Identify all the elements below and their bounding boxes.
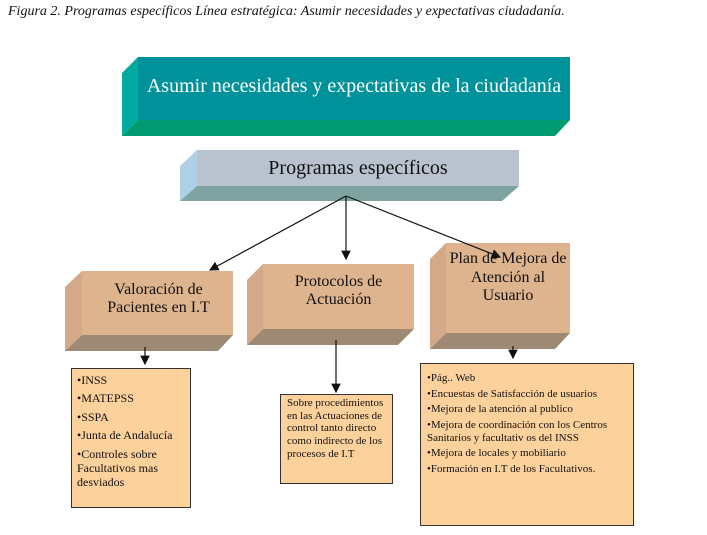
protocolos-box-shape [247, 264, 414, 345]
plan-list: •Pág.. Web •Encuestas de Satisfacción de… [420, 363, 634, 526]
list-item: •Controles sobre Facultativos mas desvia… [77, 446, 158, 490]
programs-box-shape [180, 150, 519, 201]
top-box-shape [122, 57, 570, 136]
list-item: •Mejora de locales y mobiliario [427, 447, 566, 460]
top-box-label: Asumir necesidades y expectativas de la … [146, 74, 562, 97]
figure-caption: Figura 2. Programas específicos Línea es… [8, 4, 565, 19]
plan-box-label: Plan de Mejora de Atención al Usuario [449, 250, 567, 305]
connector-arrows [140, 195, 518, 394]
list-item: Sobre procedimientos en las Actuaciones … [287, 397, 384, 460]
programs-box-label: Programas específicos [268, 156, 448, 179]
plan-box-shape [430, 243, 570, 349]
valoracion-box-shape [65, 271, 233, 351]
list-item: •Encuestas de Satisfacción de usuarios [427, 387, 598, 400]
list-item: •SSPA [77, 409, 109, 424]
protocolos-box-label: Protocolos de Actuación [294, 272, 383, 308]
list-item: •Mejora de coordinación con los Centros … [427, 418, 608, 444]
valoracion-box-label: Valoración de Pacientes en I.T [107, 280, 210, 316]
list-item: •INSS [77, 373, 108, 387]
protocolos-list: Sobre procedimientos en las Actuaciones … [280, 394, 393, 484]
list-item: •Mejora de la atención al publico [427, 403, 573, 416]
list-item: •MATEPSS [77, 391, 134, 406]
list-item: •Junta de Andalucía [77, 428, 173, 443]
list-item: •Formación en I.T de los Facultativos. [427, 462, 596, 475]
list-item: •Pág.. Web [427, 372, 476, 384]
valoracion-list: •INSS •MATEPSS •SSPA •Junta de Andalucía… [71, 368, 191, 508]
